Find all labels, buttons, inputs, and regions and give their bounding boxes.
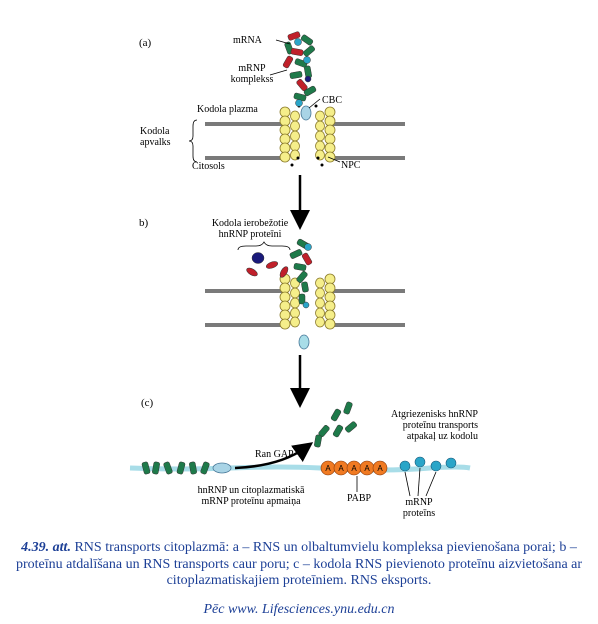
restricted-line1: Kodola ierobežotie: [211, 218, 289, 229]
envelope-bracket: [188, 119, 198, 163]
mrnp-proteins-c: [399, 456, 457, 472]
returning-line2: proteīnu transports: [402, 420, 478, 431]
mrnp-protein-label: mRNP proteīns: [396, 497, 442, 519]
panel-b-label: b): [139, 217, 149, 229]
leader-lines-c: [356, 467, 437, 497]
cytosol-label: Citosols: [192, 161, 225, 172]
ran-gap-arrow: [234, 442, 314, 470]
pabp-letter-4: A: [364, 464, 370, 473]
panel-a: [188, 31, 405, 167]
mrnp-complex-b: [289, 238, 313, 309]
npc-label: NPC: [341, 160, 361, 171]
pabp-proteins: [320, 460, 388, 476]
mrnp-protein-line2: proteīns: [402, 508, 436, 519]
exchange-label: hnRNP un citoplazmatiskā mRNP proteīnu a…: [186, 485, 316, 507]
released-hnrnp-proteins: [246, 252, 289, 278]
caption-text: RNS transports citoplazmā: a – RNS un ol…: [15, 540, 583, 588]
returning-hnrnp-proteins: [314, 401, 357, 448]
exchange-line2: mRNP proteīnu apmaiņa: [201, 496, 301, 507]
envelope-label-line2: apvalks: [140, 137, 171, 148]
cbc-on-strand: [212, 462, 232, 474]
rna-tail-b: [298, 334, 310, 350]
exchange-line1: hnRNP un citoplazmatiskā: [197, 485, 305, 496]
nuclear-pore-complex-a: [279, 106, 336, 163]
mrna-label: mRNA: [233, 35, 262, 46]
nucleoplasm-label: Kodola plazma: [197, 104, 258, 115]
mrnp-protein-line1: mRNP: [405, 497, 433, 508]
pabp-letter-1: A: [325, 464, 331, 473]
returning-transport-label: Atgriezenisks hnRNP proteīnu transports …: [360, 409, 478, 442]
restricted-proteins-label: Kodola ierobežotie hnRNP proteīni: [196, 218, 304, 240]
leader-lines-a: [269, 39, 341, 163]
panel-c: A A A A A: [129, 401, 471, 497]
figure-caption: 4.39. att. RNS transports citoplazmā: a …: [0, 540, 598, 590]
nuclear-pore-complex-b: [279, 273, 336, 330]
panel-a-label: (a): [139, 37, 152, 49]
returning-line1: Atgriezenisks hnRNP: [391, 409, 478, 420]
ran-gap-label: Ran GAP: [255, 449, 294, 460]
restricted-brace: [237, 241, 291, 251]
cbc-protein-a: [300, 105, 312, 121]
mrnp-label: mRNP komplekss: [228, 63, 276, 85]
mrnp-complex-a: [282, 31, 317, 107]
pabp-letter-2: A: [338, 464, 344, 473]
restricted-line2: hnRNP proteīni: [218, 229, 282, 240]
mrnp-label-line2: komplekss: [230, 74, 274, 85]
rna-transport-diagram: A A A A A: [129, 31, 471, 497]
nuclear-envelope-a: [205, 122, 405, 160]
pabp-letter-3: A: [351, 464, 357, 473]
panel-b: [205, 238, 405, 350]
pabp-letters: A A A A A: [325, 464, 383, 473]
cbc-label: CBC: [322, 95, 343, 106]
pabp-letter-5: A: [377, 464, 383, 473]
mrnp-label-line1: mRNP: [238, 63, 266, 74]
figure-panel: A A A A A (a) mRNA mRNP: [129, 31, 478, 519]
pabp-label: PABP: [347, 493, 372, 504]
returning-line3: atpakaļ uz kodolu: [406, 431, 478, 442]
figure-number: 4.39. att.: [21, 540, 71, 555]
panel-c-label: (c): [141, 397, 154, 409]
hnrnp-on-strand: [141, 461, 210, 475]
figure-source: Pēc www. Lifesciences.ynu.edu.cn: [203, 602, 395, 617]
envelope-label: Kodola apvalks: [140, 126, 171, 148]
envelope-label-line1: Kodola: [140, 126, 170, 137]
